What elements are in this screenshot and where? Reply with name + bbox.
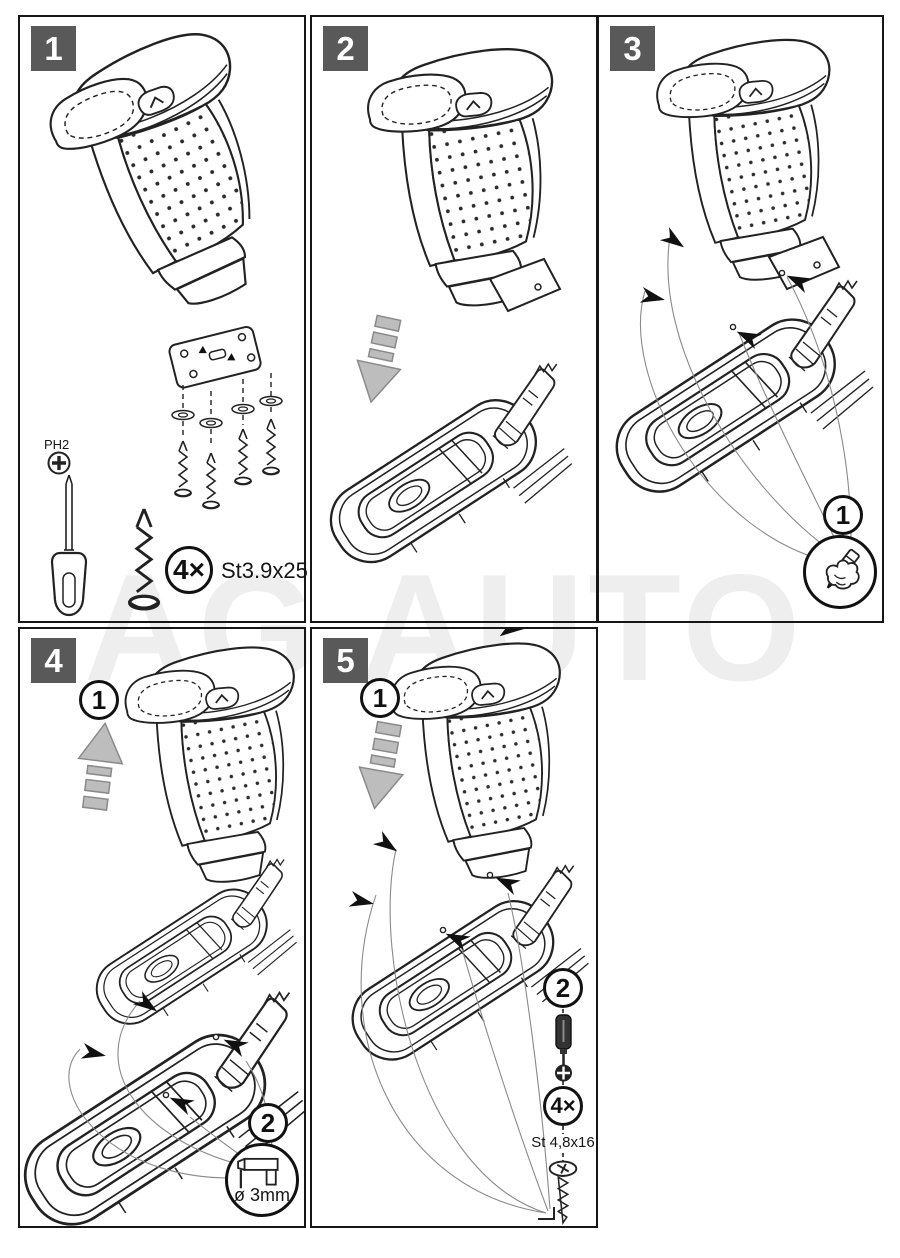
screwdriver-icon [555,1014,572,1082]
quantity-badge: 4× [165,546,213,594]
drill-point-holes [162,1033,220,1099]
bit-size-label: PH2 [44,437,70,452]
step-panel-2: 2 [310,15,598,623]
console-base-drawing [316,362,573,588]
step-number-badge: 1 [31,26,76,71]
quantity-badge: 4× [543,1086,583,1126]
sample-screw-icon [127,507,161,611]
callout-1: 1 [360,678,400,718]
screw-spec-label: St 4,8x16 [531,1134,595,1151]
leader-lines [640,230,852,564]
screw-spec-label: St3.9x25 [221,558,308,583]
step5-illustration [338,629,590,1224]
armrest-drawing [366,48,562,313]
callout-2: 2 [248,1103,288,1143]
callout-1: 1 [79,680,119,720]
alignment-dashes [182,373,272,447]
mark-point-holes [729,269,786,331]
drill-icon [237,1157,279,1189]
mark-tool-circle [803,535,877,609]
washer-icon [171,395,283,429]
step-panel-4: 4 1 2 ø 3mm [18,627,306,1228]
remove-arrow-up [72,719,128,813]
drill-diameter-label: ø 3mm [234,1185,290,1205]
screw-icon [174,418,280,510]
step3-illustration [601,38,875,564]
callout-1: 1 [823,495,863,535]
hand-marker-icon [825,548,860,590]
step1-illustration [35,24,287,617]
insert-arrow-down [352,719,412,813]
armrest-drawing [124,646,295,883]
insert-arrow-down [348,312,412,408]
step-number-badge: 4 [31,638,76,683]
step-panel-3: 3 1 [597,15,884,623]
step-number-badge: 5 [323,638,368,683]
armrest-drawing [656,38,841,291]
ph2-bit-icon [47,451,71,475]
step-number-badge: 3 [610,26,655,71]
console-base-drawing [601,279,875,520]
screw-position-bracket [538,1207,555,1220]
step-number-badge: 2 [323,26,368,71]
drill-tool-circle: ø 3mm [225,1143,299,1217]
screw-point-holes [439,871,494,934]
armrest-drawing [390,642,561,879]
armrest-drawing [35,24,287,330]
mounting-plate [168,325,262,389]
screwdriver-icon [50,474,88,617]
step-panel-5: 5 1 2 4× St 4,8x16 [310,627,598,1228]
leader-lines [360,848,551,1214]
step2-illustration [316,48,573,588]
callout-2: 2 [543,968,583,1008]
step-panel-1: 1 PH2 4× St3.9x25 [18,15,308,623]
